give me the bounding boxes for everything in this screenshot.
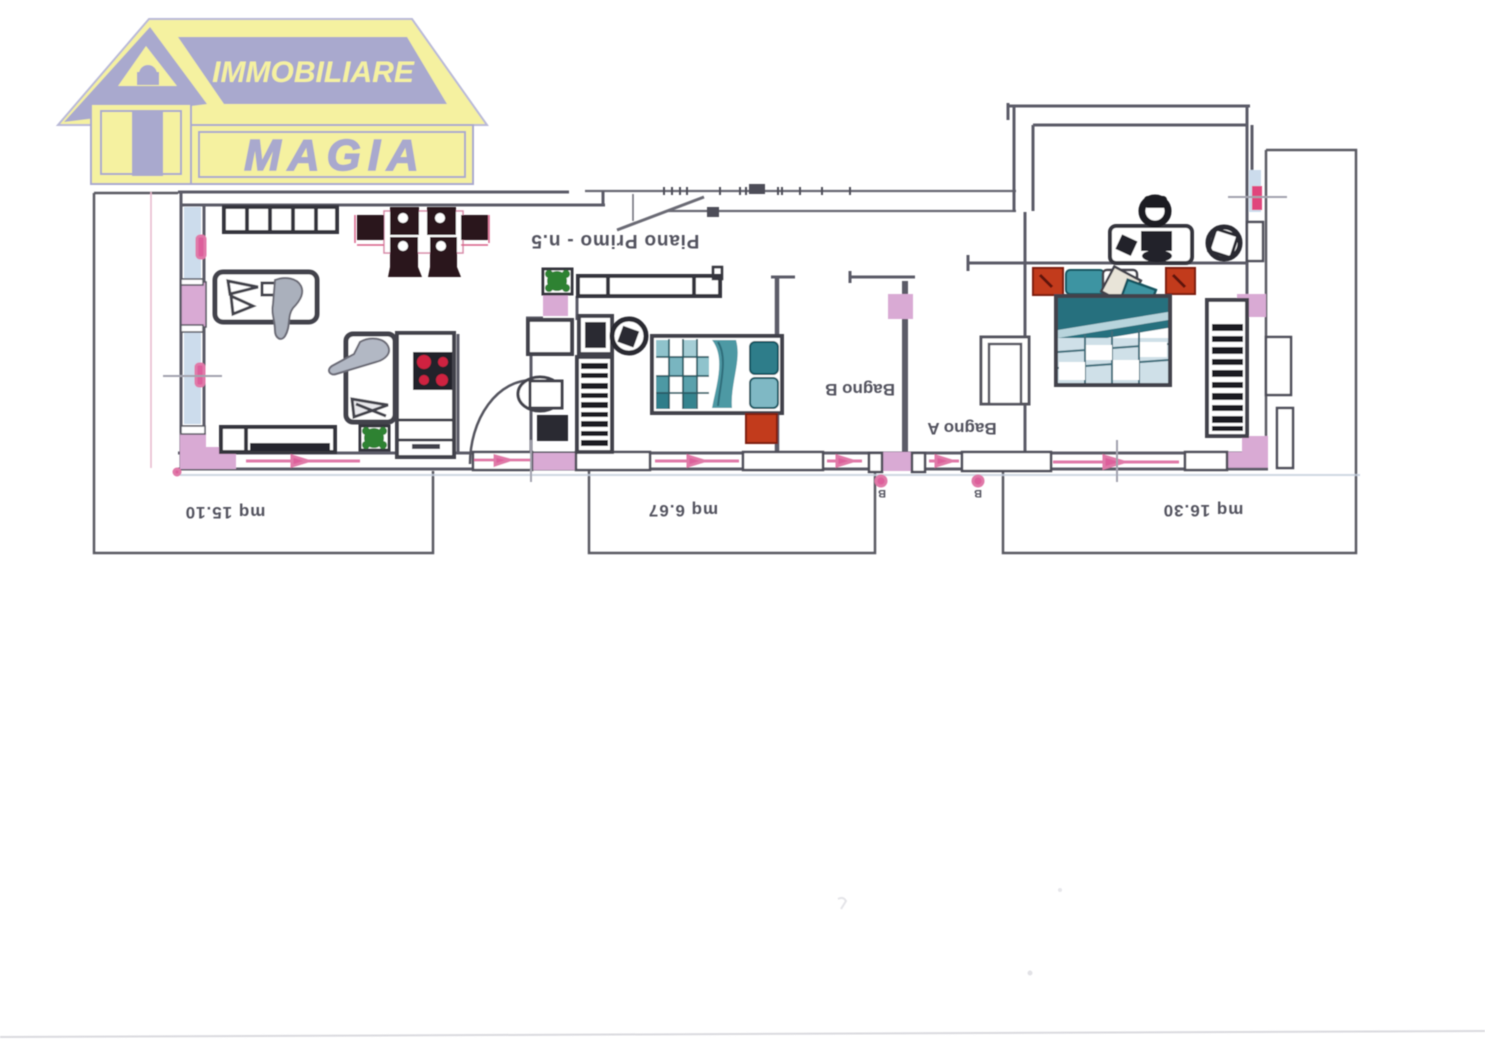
svg-text:B: B [974, 487, 982, 499]
svg-text:Bagno B: Bagno B [825, 380, 895, 399]
svg-text:IMMOBILIARE: IMMOBILIARE [212, 56, 415, 89]
svg-text:mq 15.10: mq 15.10 [185, 503, 266, 522]
svg-text:mq 6.67: mq 6.67 [648, 501, 718, 520]
svg-text:Bagno A: Bagno A [927, 419, 996, 438]
svg-text:B: B [878, 487, 886, 499]
svg-text:mq 16.30: mq 16.30 [1163, 501, 1244, 520]
svg-text:MAGIA: MAGIA [244, 131, 426, 180]
svg-text:Piano Primo - n.5: Piano Primo - n.5 [531, 230, 700, 251]
